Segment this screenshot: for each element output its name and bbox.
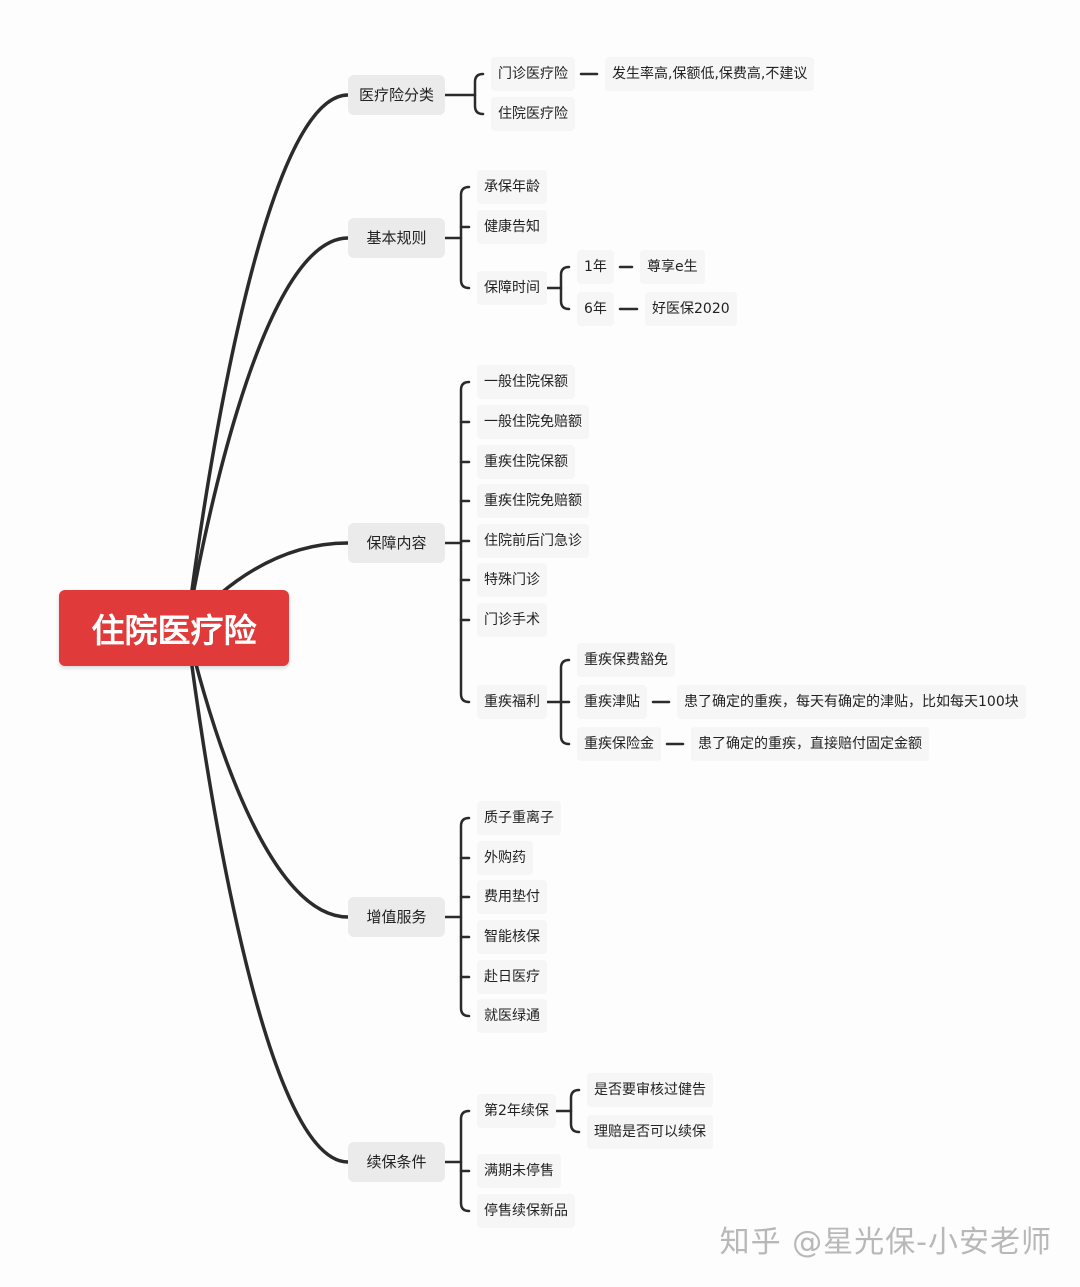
topic-node[interactable]: 重疾住院保额 [477, 445, 575, 479]
watermark: 知乎 @星光保-小安老师 [719, 1225, 1052, 1260]
branch-connector [185, 236, 350, 630]
topic-node[interactable]: 保障时间 [477, 271, 547, 305]
root-node[interactable]: 住院医疗险 [59, 590, 289, 666]
topic-node[interactable]: 特殊门诊 [477, 563, 547, 597]
topic-node[interactable]: 住院前后门急诊 [477, 524, 589, 558]
topic-node[interactable]: 重疾保险金 [577, 727, 661, 761]
branch-node[interactable]: 基本规则 [348, 218, 445, 258]
topic-node[interactable]: 尊享e生 [640, 250, 705, 284]
topic-node[interactable]: 费用垫付 [477, 880, 547, 914]
topic-node[interactable]: 重疾保费豁免 [577, 643, 675, 677]
topic-node[interactable]: 发生率高,保额低,保费高,不建议 [605, 57, 815, 91]
branch-node[interactable]: 医疗险分类 [348, 75, 445, 115]
bracket-spine [459, 816, 471, 1018]
bracket-spine [569, 1088, 581, 1134]
topic-node[interactable]: 重疾住院免赔额 [477, 484, 589, 518]
branch-node[interactable]: 增值服务 [348, 897, 445, 937]
topic-node[interactable]: 6年 [577, 292, 614, 326]
topic-node[interactable]: 满期未停售 [477, 1154, 561, 1188]
topic-node[interactable]: 理赔是否可以续保 [587, 1115, 713, 1149]
topic-node[interactable]: 承保年龄 [477, 170, 547, 204]
topic-node[interactable]: 患了确定的重疾，每天有确定的津贴，比如每天100块 [677, 685, 1026, 719]
branch-connector [185, 626, 350, 1164]
topic-node[interactable]: 住院医疗险 [491, 97, 575, 131]
topic-node[interactable]: 门诊医疗险 [491, 57, 575, 91]
branch-connector [185, 626, 350, 919]
topic-node[interactable]: 是否要审核过健告 [587, 1073, 713, 1107]
branch-connector [185, 93, 350, 630]
topic-node[interactable]: 好医保2020 [645, 292, 737, 326]
topic-node[interactable]: 1年 [577, 250, 614, 284]
topic-node[interactable]: 重疾津贴 [577, 685, 647, 719]
topic-node[interactable]: 患了确定的重疾，直接赔付固定金额 [691, 727, 929, 761]
topic-node[interactable]: 停售续保新品 [477, 1194, 575, 1228]
topic-node[interactable]: 智能核保 [477, 920, 547, 954]
topic-node[interactable]: 门诊手术 [477, 603, 547, 637]
bracket-spine [459, 1109, 471, 1213]
topic-node[interactable]: 健康告知 [477, 210, 547, 244]
branch-node[interactable]: 续保条件 [348, 1142, 445, 1182]
bracket-spine [559, 265, 571, 311]
topic-node[interactable]: 就医绿通 [477, 999, 547, 1033]
topic-node[interactable]: 外购药 [477, 841, 533, 875]
topic-node[interactable]: 质子重离子 [477, 801, 561, 835]
topic-node[interactable]: 赴日医疗 [477, 960, 547, 994]
bracket-spine [459, 185, 471, 290]
topic-node[interactable]: 一般住院免赔额 [477, 405, 589, 439]
topic-node[interactable]: 第2年续保 [477, 1094, 556, 1128]
topic-node[interactable]: 一般住院保额 [477, 365, 575, 399]
bracket-spine [473, 72, 485, 116]
branch-node[interactable]: 保障内容 [348, 523, 445, 563]
topic-node[interactable]: 重疾福利 [477, 685, 547, 719]
